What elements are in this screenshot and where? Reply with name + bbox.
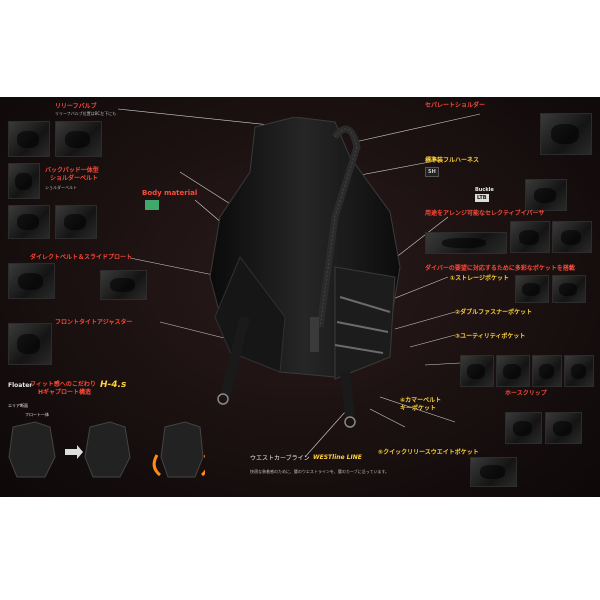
hose-clip-photo-1 bbox=[505, 412, 542, 444]
front-adjuster-title: フロントタイトアジャスター bbox=[55, 319, 133, 326]
back-pad-title: バックパッド一体型 bbox=[45, 167, 99, 174]
pocket-photo-3 bbox=[425, 232, 507, 254]
relief-valve-note: リリーフバルブ位置はBC左下にも bbox=[55, 111, 117, 116]
waist-line-title: ウエストカーブライン bbox=[250, 455, 310, 462]
waist-line-logo: WESTline LINE bbox=[313, 454, 362, 461]
utility-photo-4 bbox=[564, 355, 594, 387]
storage-pocket-title: ①ストレージポケット bbox=[450, 275, 509, 282]
shoulder-photo-2 bbox=[55, 205, 97, 239]
pocket-photo-1 bbox=[510, 221, 550, 253]
camera-belt-title: ④カマーベルト bbox=[400, 397, 442, 404]
front-float-label: フロート一体 bbox=[25, 412, 49, 417]
waist-line-note: 快適な装着感のために、腰のウエストラインを、腰のカーブに沿っています。 bbox=[250, 469, 390, 474]
fit-title: フィット感へのこだわり bbox=[30, 381, 96, 388]
area-label: エリア断面 bbox=[8, 403, 28, 408]
floater-label: Floater bbox=[8, 382, 33, 389]
fit-vests-diagram bbox=[8, 421, 205, 478]
direct-belt-photo-2 bbox=[100, 270, 147, 300]
shoulder-photo-1 bbox=[8, 205, 50, 239]
double-fastener-title: ②ダブルファスナーポケット bbox=[455, 309, 533, 316]
separate-shoulder-title: セパレートショルダー bbox=[425, 102, 486, 109]
back-pad-subtitle: ショルダーベルト bbox=[50, 175, 99, 182]
material-logo bbox=[145, 200, 159, 210]
product-feature-panel: リリーフバルブ リリーフバルブ位置はBC左下にも バックパッド一体型 ショルダー… bbox=[0, 97, 600, 497]
fit-subtitle: Hギャプロート構造 bbox=[38, 389, 92, 396]
callout-lines bbox=[117, 108, 481, 458]
direct-belt-photo-1 bbox=[8, 263, 55, 299]
pocket-arrangement-title: 用途をアレンジ可能なセレクティブイパーサ bbox=[425, 210, 545, 217]
hose-clip-title: ホースクリップ bbox=[505, 390, 547, 397]
quick-release-photo bbox=[470, 457, 517, 487]
sh-logo: SH bbox=[425, 167, 439, 177]
relief-valve-title: リリーフバルブ bbox=[55, 103, 97, 110]
utility-photo-2 bbox=[496, 355, 530, 387]
front-adjuster-photo bbox=[8, 323, 52, 365]
bcd-vest-image bbox=[209, 117, 401, 428]
fit-model-logo: H-4.s bbox=[100, 380, 127, 390]
storage-photo-2 bbox=[552, 275, 586, 303]
harness-photo bbox=[525, 179, 567, 211]
pocket-intro: ダイバーの要望に対応するために多彩なポケットを搭載 bbox=[425, 265, 575, 272]
utility-photo-1 bbox=[460, 355, 494, 387]
back-pad-photo bbox=[8, 163, 40, 199]
utility-photo-3 bbox=[532, 355, 562, 387]
buckle-text: Buckle bbox=[475, 187, 494, 193]
harness-title: 標準装フルハーネス bbox=[425, 157, 480, 164]
storage-photo-1 bbox=[515, 275, 549, 303]
utility-pocket-title: ③ユーティリティポケット bbox=[455, 333, 526, 340]
back-pad-note: ショルダーベルト bbox=[45, 185, 77, 190]
ltb-logo: LTB bbox=[475, 194, 489, 202]
hose-clip-photo-2 bbox=[545, 412, 582, 444]
pocket-photo-2 bbox=[552, 221, 592, 253]
relief-valve-photo-2 bbox=[55, 121, 102, 157]
body-material-title: Body material bbox=[142, 189, 198, 197]
quick-release-title: ⑤クイックリリースウエイトポケット bbox=[378, 449, 479, 456]
shoulder-photo bbox=[540, 113, 592, 155]
direct-belt-title: ダイレクトベルト＆スライドプロート bbox=[30, 254, 133, 261]
relief-valve-photo bbox=[8, 121, 50, 157]
key-pocket-title: キーポケット bbox=[400, 405, 437, 412]
